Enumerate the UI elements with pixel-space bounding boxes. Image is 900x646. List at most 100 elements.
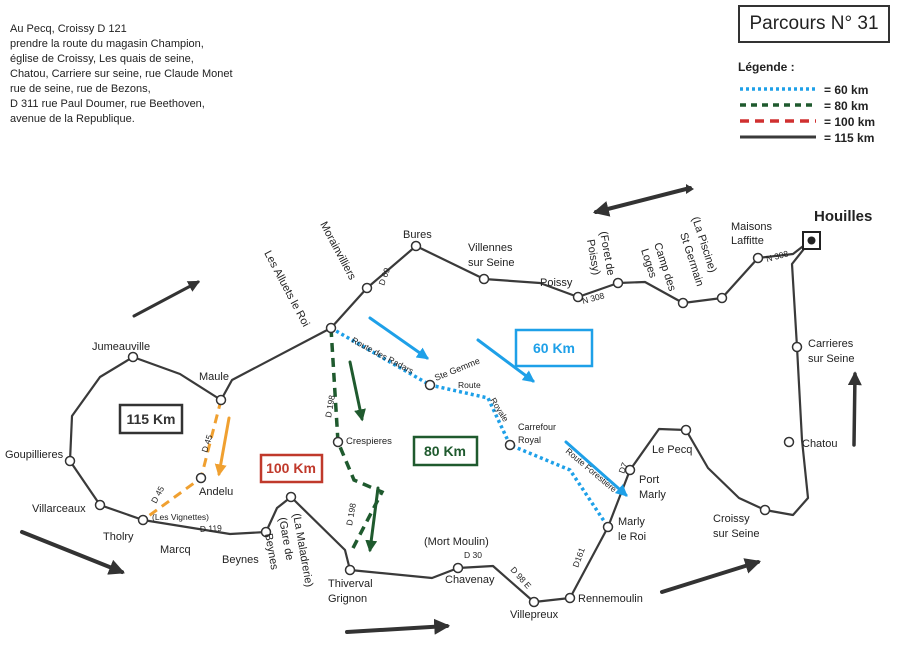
arrow-green-thiverval-icon xyxy=(365,486,380,553)
legend-item-60: = 60 km xyxy=(738,83,898,99)
legend-swatch-80 xyxy=(740,103,816,107)
label-les-vignettes: (Les Vignettes) xyxy=(152,512,209,522)
road-d69: D 69 xyxy=(376,266,392,287)
label-port: Port xyxy=(639,474,659,486)
road-route-forestiere: Route Forestiere xyxy=(564,446,619,495)
label-carrieres: Carrieres xyxy=(808,338,854,350)
box-80-label: 80 Km xyxy=(424,443,466,459)
label-morainvilliers: Morainvilliers xyxy=(317,220,358,283)
road-d198-a: D 198 xyxy=(323,394,337,418)
box-115-km: 115 Km xyxy=(118,403,184,435)
route-60-segment xyxy=(330,326,610,528)
arrow-bottom-right-icon xyxy=(660,558,762,594)
legend-item-115: = 115 km xyxy=(738,131,898,147)
intro-text: Au Pecq, Croissy D 121 prendre la route … xyxy=(10,22,280,127)
road-d45-a: D 45 xyxy=(199,433,214,453)
label-mort-moulin: (Mort Moulin) xyxy=(424,536,489,548)
arrow-bottom-icon xyxy=(345,618,451,635)
label-gare-beynes: Beynes xyxy=(262,532,280,571)
legend-label-80: = 80 km xyxy=(824,99,869,113)
label-villepreux: Villepreux xyxy=(510,609,559,621)
label-chavenay: Chavenay xyxy=(445,574,495,586)
label-maisons: Maisons xyxy=(731,221,772,233)
label-royal: Royal xyxy=(518,435,541,445)
legend-item-80: = 80 km xyxy=(738,99,898,115)
legend-title: Légende : xyxy=(738,60,795,74)
box-60-km: 60 Km xyxy=(514,328,594,368)
label-crespieres: Crespieres xyxy=(346,436,392,447)
road-d198-b: D 198 xyxy=(344,502,358,526)
legend-label-60: = 60 km xyxy=(824,83,869,97)
label-houilles: Houilles xyxy=(814,208,872,225)
legend-swatch-115 xyxy=(740,135,816,139)
label-maule: Maule xyxy=(199,371,229,383)
label-les-alluets-le-roi: Les Alluets le Roi xyxy=(261,249,311,329)
label-chatou: Chatou xyxy=(802,438,837,450)
houilles-start-icon xyxy=(802,231,821,250)
legend: Légende : = 60 km = 80 km = 100 km = 115… xyxy=(738,60,898,147)
label-ste-gemme: Ste Gemme xyxy=(433,356,481,383)
arrow-blue-radars-icon xyxy=(368,316,429,360)
label-villennes: Villennes xyxy=(468,242,513,254)
label-marcq: Marcq xyxy=(160,544,191,556)
route-title: Parcours N° 31 xyxy=(738,5,890,43)
intro-line: Au Pecq, Croissy D 121 xyxy=(10,23,127,35)
label-grignon: Grignon xyxy=(328,593,367,605)
road-n308-b: N 308 xyxy=(765,248,790,264)
label-laffitte: Laffitte xyxy=(731,235,764,247)
label-croissy: Croissy xyxy=(713,513,750,525)
route-80-segment xyxy=(329,327,385,551)
legend-label-115: = 115 km xyxy=(824,131,875,145)
arrow-orange-d45-icon xyxy=(214,416,231,477)
arrow-green-d198-icon xyxy=(348,360,366,422)
arrow-top-left-icon xyxy=(132,280,201,318)
road-route: Route xyxy=(458,380,481,390)
label-sur-seine-1: sur Seine xyxy=(808,353,854,365)
intro-line: rue de seine, rue de Bezons, xyxy=(10,83,151,95)
label-sur-seine-2: sur Seine xyxy=(713,528,759,540)
legend-item-100: = 100 km xyxy=(738,115,898,131)
intro-line: prendre la route du magasin Champion, xyxy=(10,38,204,50)
label-tholry: Tholry xyxy=(103,531,134,543)
route-115-loop xyxy=(68,238,813,604)
label-thiverval: Thiverval xyxy=(328,578,373,590)
box-100-km: 100 Km xyxy=(259,453,324,484)
road-n308-a: N 308 xyxy=(581,290,606,306)
label-villarceaux: Villarceaux xyxy=(32,503,86,515)
road-d161: D161 xyxy=(570,546,586,569)
intro-line: église de Croissy, Les quais de seine, xyxy=(10,53,194,65)
road-d45-b: D 45 xyxy=(149,484,166,505)
label-carrefour: Carrefour xyxy=(518,422,556,432)
label-marly: Marly xyxy=(639,489,666,501)
label-le-pecq: Le Pecq xyxy=(652,444,692,456)
label-poissy: Poissy xyxy=(540,277,573,289)
label-rennemoulin: Rennemoulin xyxy=(578,593,643,605)
box-100-label: 100 Km xyxy=(266,460,316,476)
label-marly-le-roi-1: Marly xyxy=(618,516,645,528)
arrow-left-icon xyxy=(20,530,125,575)
arrow-blue-forestiere-icon xyxy=(564,440,628,497)
legend-label-100: = 100 km xyxy=(824,115,876,129)
legend-swatch-60 xyxy=(740,87,816,91)
arrow-top-right-icon xyxy=(592,186,692,217)
label-goupillieres: Goupillieres xyxy=(5,449,64,461)
road-d30: D 30 xyxy=(464,550,482,560)
road-d98e: D 98 E xyxy=(509,565,534,591)
label-jumeauville: Jumeauville xyxy=(92,341,150,353)
box-115-label: 115 Km xyxy=(126,411,175,427)
box-80-km: 80 Km xyxy=(412,435,479,467)
waypoint-markers xyxy=(64,240,803,608)
road-d119: D 119 xyxy=(200,523,223,534)
road-d7: D7 xyxy=(616,461,629,475)
intro-line: D 311 rue Paul Doumer, rue Beethoven, xyxy=(10,98,205,110)
arrow-blue-stegemme-icon xyxy=(476,338,535,383)
label-andelu: Andelu xyxy=(199,486,233,498)
label-marly-le-roi-2: le Roi xyxy=(618,531,646,543)
label-villennes-sur-seine: sur Seine xyxy=(468,257,514,269)
label-bures: Bures xyxy=(403,229,432,241)
arrow-right-icon xyxy=(847,371,862,447)
legend-swatch-100 xyxy=(740,119,816,123)
intro-line: avenue de la Republique. xyxy=(10,113,135,125)
box-60-label: 60 Km xyxy=(533,340,575,356)
